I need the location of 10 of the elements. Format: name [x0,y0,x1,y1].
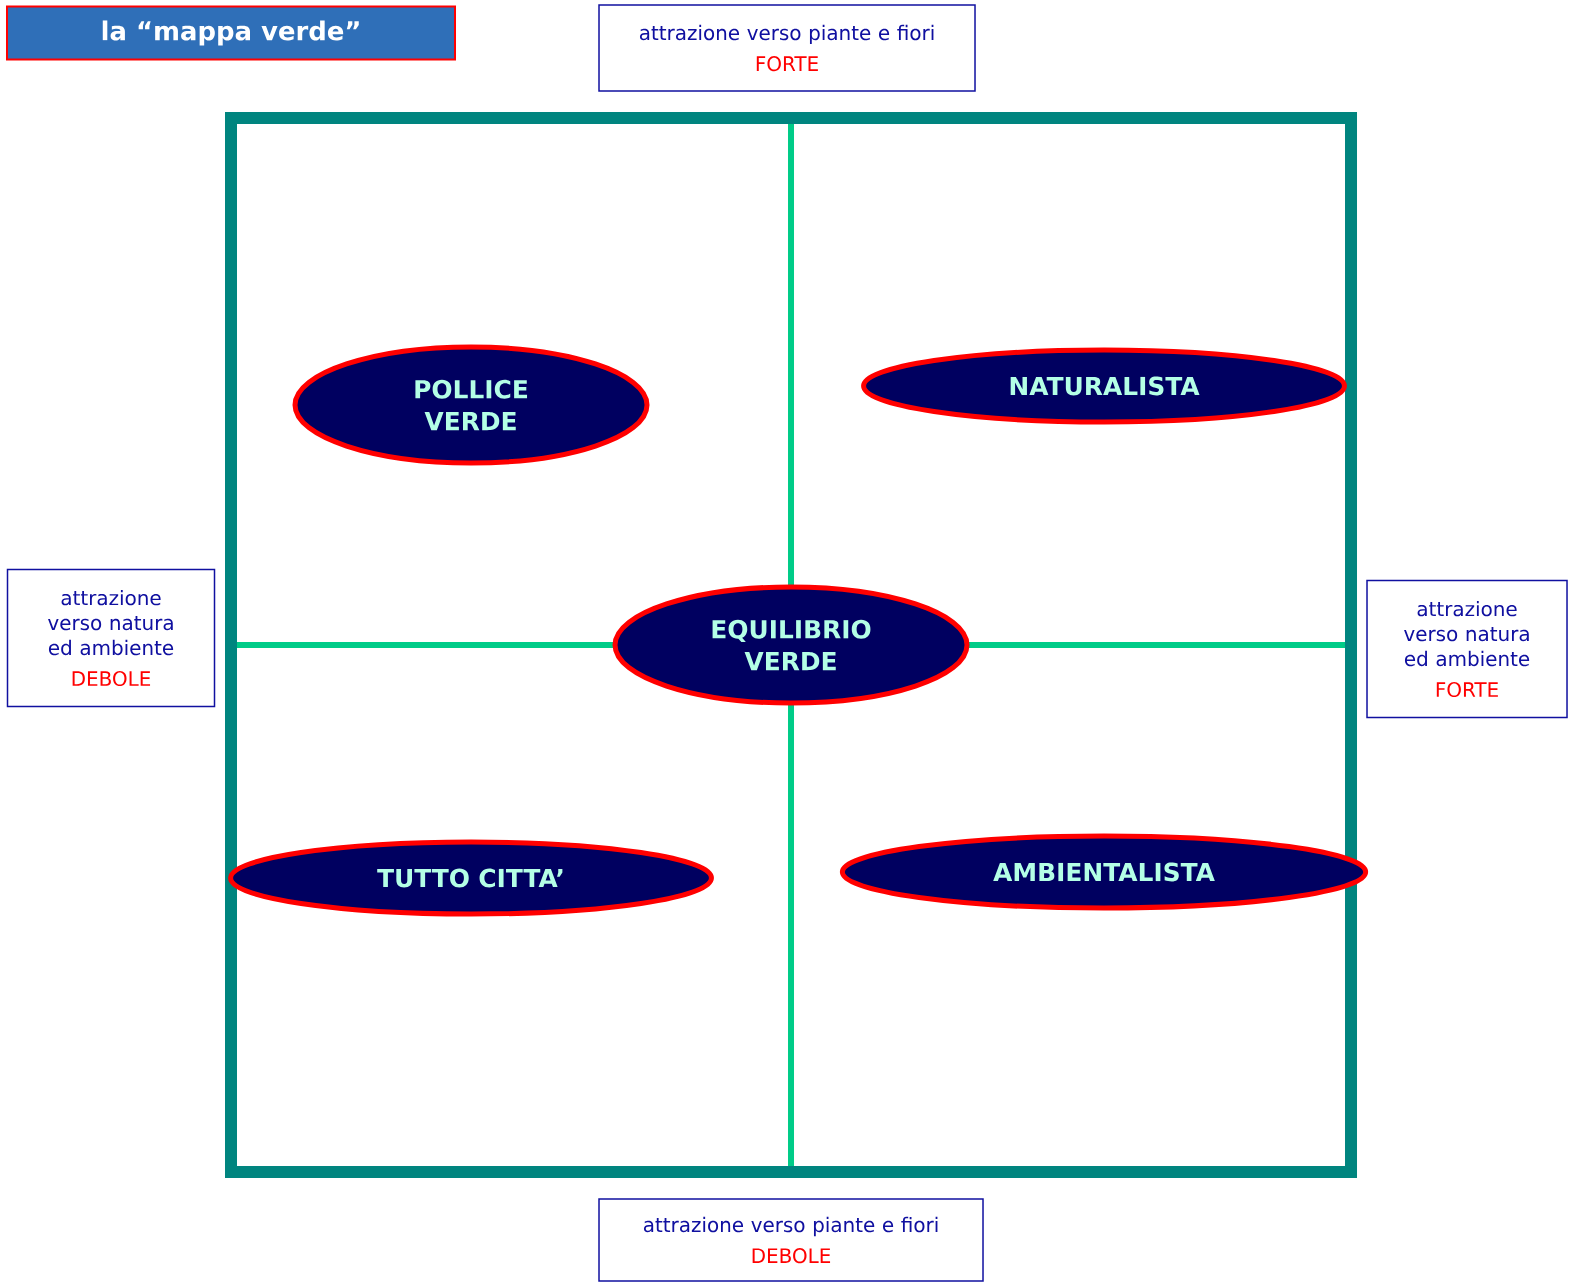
label-box: attrazione verso piante e fiori DEBOLE [598,1198,984,1282]
ellipse-label: EQUILIBRIO VERDE [612,584,970,706]
title-banner: la “mappa verde” [6,5,456,61]
label-box: attrazione verso natura ed ambiente FORTE [1366,579,1568,719]
ellipse-label: NATURALISTA [861,347,1347,425]
ellipse-label: AMBIENTALISTA [839,833,1369,911]
label-box: attrazione verso piante e fiori FORTE [598,4,976,92]
ellipse-label: TUTTO CITTA’ [228,839,714,917]
label-box: attrazione verso natura ed ambiente DEBOLE [6,568,216,708]
ellipse-label: POLLICE VERDE [292,344,650,466]
